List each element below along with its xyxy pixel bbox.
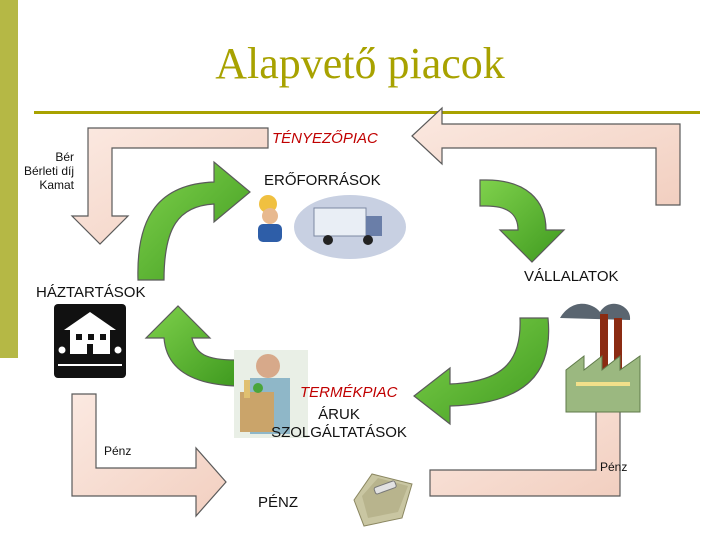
- services-label: SZOLGÁLTATÁSOK: [271, 424, 407, 441]
- income-item-wage: Bér: [55, 150, 74, 164]
- households-label: HÁZTARTÁSOK: [36, 284, 146, 301]
- resources-label: ERŐFORRÁSOK: [264, 172, 381, 189]
- page-title: Alapvető piacok: [215, 39, 505, 88]
- income-item-interest: Kamat: [39, 178, 74, 192]
- goods-label: ÁRUK: [318, 406, 360, 423]
- money-spending-arrow: [71, 393, 227, 518]
- money-label: PÉNZ: [258, 494, 299, 511]
- factory-icon: [560, 303, 641, 413]
- factor-income-arrow: [70, 127, 269, 245]
- factor-market-name: TÉNYEZŐPIAC: [272, 130, 378, 147]
- goods-demand-arrow: [144, 305, 237, 387]
- resource-supply-arrow: [137, 160, 251, 281]
- factor-income-list: Bér Bérleti díj Kamat: [18, 150, 74, 192]
- house-icon: [54, 304, 126, 378]
- money-icon: [353, 473, 413, 527]
- title-underline: [34, 111, 700, 114]
- product-market-name: TERMÉKPIAC: [300, 384, 398, 401]
- product-market-items: ÁRUK SZOLGÁLTATÁSOK: [242, 406, 436, 442]
- money-flow-right: Pénz: [600, 460, 628, 474]
- money-flow-left: Pénz: [104, 444, 132, 458]
- income-item-rent: Bérleti díj: [23, 164, 74, 178]
- resource-demand-arrow: [479, 179, 566, 263]
- groceries-image: [234, 350, 308, 438]
- factor-payment-arrow: [411, 106, 681, 206]
- firms-label: VÁLLALATOK: [524, 268, 619, 285]
- worker-truck-image: [258, 195, 406, 259]
- sidebar-bar: [0, 0, 18, 358]
- goods-supply-arrow: [413, 317, 550, 426]
